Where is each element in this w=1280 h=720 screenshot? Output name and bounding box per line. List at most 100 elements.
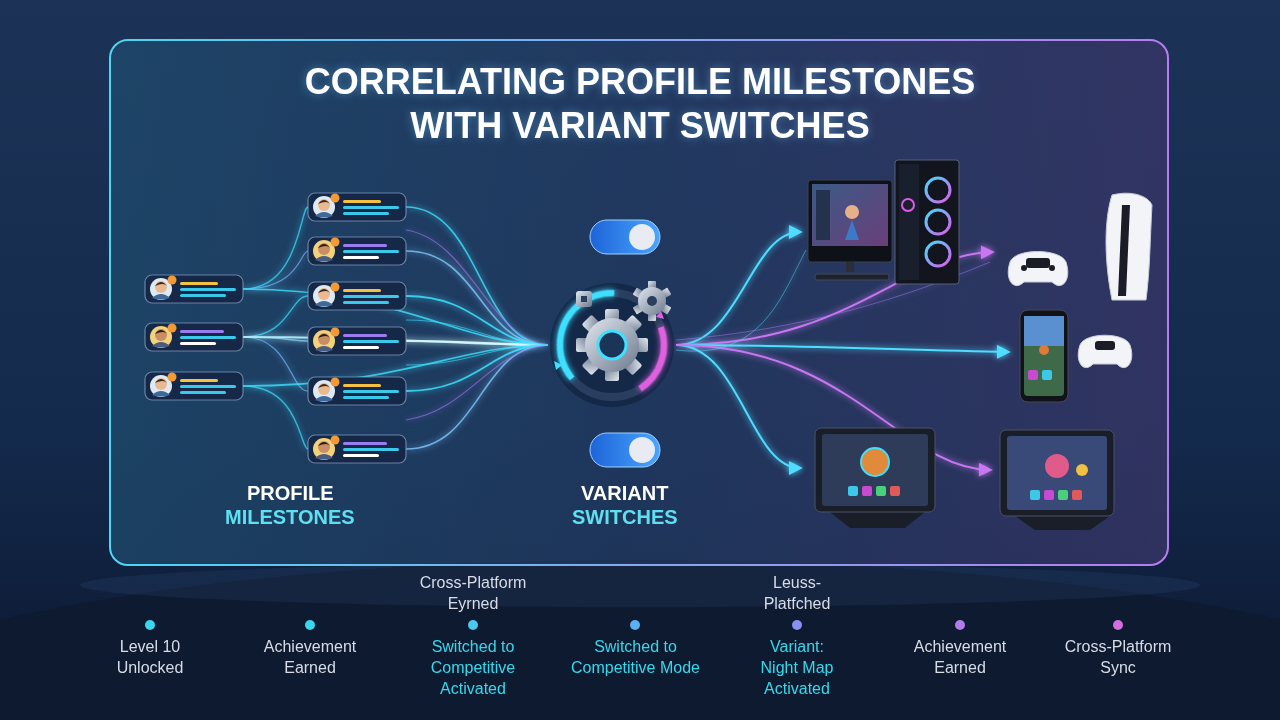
diagram-title: CORRELATING PROFILE MILESTONES WITH VARI…: [280, 60, 1000, 148]
pc-illustration-part: [812, 184, 888, 246]
pc-illustration-part: [845, 220, 859, 240]
profile-cards-part: [308, 237, 406, 265]
pc-illustration-part: [902, 199, 914, 211]
section-label: MILESTONES: [225, 506, 355, 529]
timeline-label: Switched to Competitive Activated: [423, 636, 523, 699]
tablet-illustration-part: [1076, 464, 1088, 476]
tablet-illustration-part: [1072, 490, 1082, 500]
timeline-part: [792, 620, 802, 630]
console-illustration-part: [1008, 252, 1068, 286]
tablet-illustration-part: [861, 448, 889, 476]
main-panel-part: [110, 40, 1168, 565]
profile-cards-part: [308, 282, 406, 310]
timeline-label: Cross-Platform Sync: [1058, 636, 1178, 678]
phone-illustration: [1020, 310, 1132, 402]
flow-lines-left-part: [406, 345, 548, 391]
tablet-illustration-part: [1007, 436, 1107, 510]
timeline-label: Variant: Night Map Activated: [752, 636, 842, 699]
pc-illustration-part: [808, 180, 892, 262]
gear-hub-part-part: [585, 318, 639, 372]
profile-cards-part: [308, 327, 406, 355]
pc-illustration-part: [845, 205, 859, 219]
tablet-illustration-part: [1058, 490, 1068, 500]
profile-cards-part: [145, 323, 243, 351]
flow-lines-left-part: [406, 230, 548, 345]
gear-hub-part-part: [638, 287, 666, 315]
tablet-illustration-part: [1000, 430, 1114, 516]
flow-lines-left-part: [406, 341, 548, 345]
profile-cards: [145, 193, 406, 463]
phone-illustration-part: [1095, 341, 1115, 350]
background-part: [0, 560, 1280, 720]
background-part: [80, 563, 1200, 607]
pc-illustration-part: [846, 262, 854, 272]
timeline-part: [145, 620, 155, 630]
tablet-illustration-part: [830, 512, 925, 528]
timeline-label: Cross-Platform Eyrned: [413, 572, 533, 614]
phone-illustration-part: [1039, 345, 1049, 355]
timeline-part: [955, 620, 965, 630]
main-panel: [110, 40, 1168, 565]
flow-lines-left-part: [243, 337, 308, 391]
pc-illustration-part: [926, 210, 950, 234]
flow-lines-left-part: [243, 207, 308, 289]
phone-illustration-part: [1024, 316, 1064, 396]
section-label: PROFILE: [247, 482, 334, 505]
profile-cards-part: [145, 275, 243, 303]
pc-illustration-part: [816, 190, 830, 240]
console-illustration-part: [1021, 265, 1027, 271]
pc-illustration-part: [926, 242, 950, 266]
pc-illustration-part: [815, 274, 889, 280]
flow-lines-left-part: [406, 345, 548, 420]
flow-lines-left-part: [406, 320, 548, 345]
timeline-part: [630, 620, 640, 630]
tablet-illustration: [815, 428, 1114, 530]
timeline: [112, 620, 1166, 630]
flow-lines-left-part: [406, 345, 548, 365]
gear-hub-part-part: [581, 296, 587, 302]
gear-hub-part: [576, 309, 648, 381]
toggle-switches-part: [629, 437, 655, 463]
toggle-switches-part: [590, 220, 660, 254]
profile-cards-part: [308, 193, 406, 221]
tablet-illustration-part: [815, 428, 935, 512]
flow-lines-right-part: [676, 250, 806, 351]
gear-hub: [539, 272, 686, 419]
tablet-illustration-part: [890, 486, 900, 496]
tablet-illustration-part: [1045, 454, 1069, 478]
tablet-illustration-part: [822, 434, 928, 506]
tablet-illustration-part: [876, 486, 886, 496]
tablet-illustration-part: [848, 486, 858, 496]
gear-hub-part: [554, 361, 562, 370]
toggle-switches-part: [590, 433, 660, 467]
gear-hub-part-part: [576, 291, 592, 307]
profile-cards-part: [145, 372, 243, 400]
timeline-part: [305, 620, 315, 630]
flow-lines-left-part: [406, 207, 548, 345]
pc-illustration-part: [895, 160, 959, 284]
console-illustration-part: [1118, 205, 1130, 296]
timeline-part: [1113, 620, 1123, 630]
timeline-label: Achievement Earned: [905, 636, 1015, 678]
section-label: VARIANT: [581, 482, 668, 505]
flow-lines-left-part: [406, 296, 548, 345]
flow-lines-right-part: [676, 232, 800, 345]
flow-lines-left-part: [243, 386, 308, 449]
flow-lines-left-part: [243, 251, 308, 289]
section-label: SWITCHES: [572, 506, 678, 529]
toggle-switches-part: [629, 224, 655, 250]
flow-lines-left-part: [243, 296, 308, 337]
phone-illustration-part: [1078, 335, 1132, 367]
tablet-illustration-part: [1030, 490, 1040, 500]
gear-hub-part: [550, 283, 674, 407]
console-illustration: [1008, 193, 1152, 300]
gear-hub-part: [545, 278, 678, 411]
flow-lines-left: [243, 207, 548, 449]
pc-illustration-part: [926, 178, 950, 202]
phone-illustration-part: [1020, 310, 1068, 402]
pc-illustration-part: [899, 164, 919, 280]
gear-hub-part: [598, 331, 626, 359]
timeline-label: Switched to Competitive Mode: [568, 636, 703, 678]
